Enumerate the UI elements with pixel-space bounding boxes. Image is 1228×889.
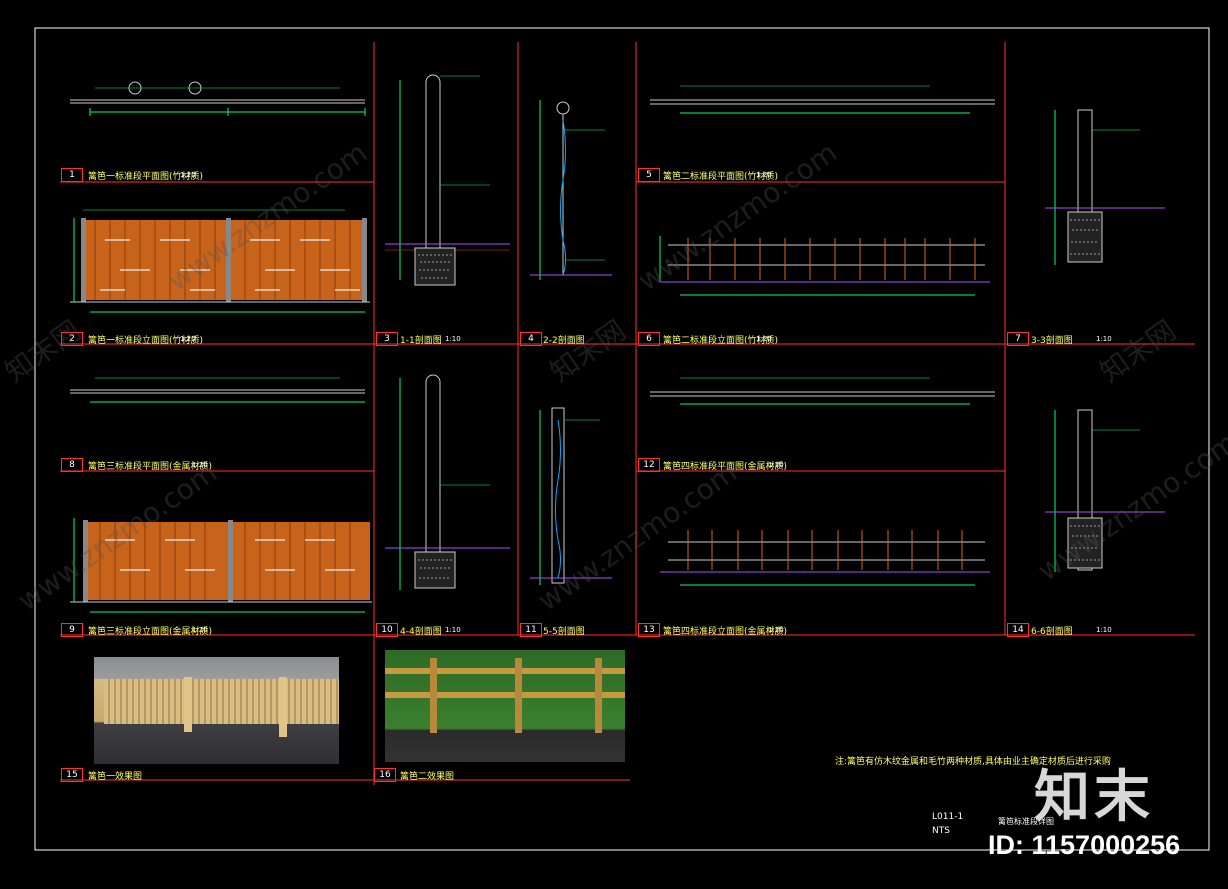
outer-frame [34,27,1210,851]
elevation-2 [70,209,370,313]
panel-number-14: 14 [1007,623,1029,637]
plan-5 [650,85,995,114]
render-photo-2 [385,650,625,762]
panel-scale-8: 1:20 [192,461,208,469]
plan-12 [650,377,995,405]
watermark-id: ID: 1157000256 [988,830,1181,860]
panel-number-7: 7 [1007,332,1029,346]
panel-title-4: 2-2剖面图 [543,336,585,346]
material-note: 注:篱笆有仿木纹金属和毛竹两种材质,具体由业主确定材质后进行采购 [835,757,1111,767]
section-6-6 [1045,409,1165,572]
plan-1 [70,81,366,116]
panel-title-9: 篱笆三标准段立面图(金属材质) [88,627,213,637]
panel-number-10: 10 [376,623,398,637]
panel-title-7: 3-3剖面图 [1031,336,1073,346]
panel-number-13: 13 [638,623,660,637]
panel-number-6: 6 [638,332,660,346]
panel-scale-6: 1:20 [756,335,772,343]
section-5-5 [530,407,612,585]
panel-title-11: 5-5剖面图 [543,627,585,637]
panel-scale-9: 1:20 [192,626,208,634]
panel-scale-5: 1:20 [756,171,772,179]
panel-scale-14: 1:10 [1096,626,1112,634]
panel-number-9: 9 [61,623,83,637]
panel-scale-1: 1:20 [180,171,196,179]
panel-title-6: 篱笆二标准段立面图(竹材质) [663,336,779,346]
plan-8 [70,377,365,403]
panel-title-14: 6-6剖面图 [1031,627,1073,637]
panel-title-15: 篱笆一效果图 [88,772,143,782]
panel-number-15: 15 [61,768,83,782]
panel-number-8: 8 [61,458,83,472]
panel-number-16: 16 [374,768,396,782]
panel-title-5: 篱笆二标准段平面图(竹材质) [663,172,779,182]
drawing-code: L011-1 [932,812,964,822]
section-2-2 [530,100,612,280]
panel-number-11: 11 [520,623,542,637]
panel-title-2: 篱笆一标准段立面图(竹材质) [88,336,204,346]
watermark-logo: 知末 [1034,765,1154,830]
drawing-name: 篱笆标准段详图 [998,817,1054,826]
panel-number-2: 2 [61,332,83,346]
panel-grid-lines [60,42,1195,785]
panel-number-12: 12 [638,458,660,472]
panel-number-5: 5 [638,168,660,182]
section-1-1 [385,74,510,286]
section-4-4 [385,374,510,590]
panel-title-3: 1-1剖面图 [400,336,442,346]
panel-scale-3: 1:10 [445,335,461,343]
panel-title-1: 篱笆一标准段平面图(竹材质) [88,172,204,182]
panel-title-13: 篱笆四标准段立面图(金属材质) [663,627,788,637]
panel-title-12: 篱笆四标准段平面图(金属材质) [663,462,788,472]
panel-scale-2: 1:20 [180,335,196,343]
render-photo-1 [94,657,339,764]
panel-scale-10: 1:10 [445,626,461,634]
panel-scale-13: 1:20 [768,626,784,634]
panel-scale-7: 1:10 [1096,335,1112,343]
elevation-9 [70,518,372,613]
elevation-6 [659,236,990,296]
panel-title-16: 篱笆二效果图 [400,772,455,782]
panel-number-1: 1 [61,168,83,182]
section-3-3 [1045,109,1165,265]
panel-title-10: 4-4剖面图 [400,627,442,637]
elevation-13 [660,530,990,586]
panel-scale-12: 1:20 [768,461,784,469]
drawing-scale: NTS [932,826,950,836]
panel-title-8: 篱笆三标准段平面图(金属材质) [88,462,213,472]
panel-number-3: 3 [376,332,398,346]
panel-number-4: 4 [520,332,542,346]
